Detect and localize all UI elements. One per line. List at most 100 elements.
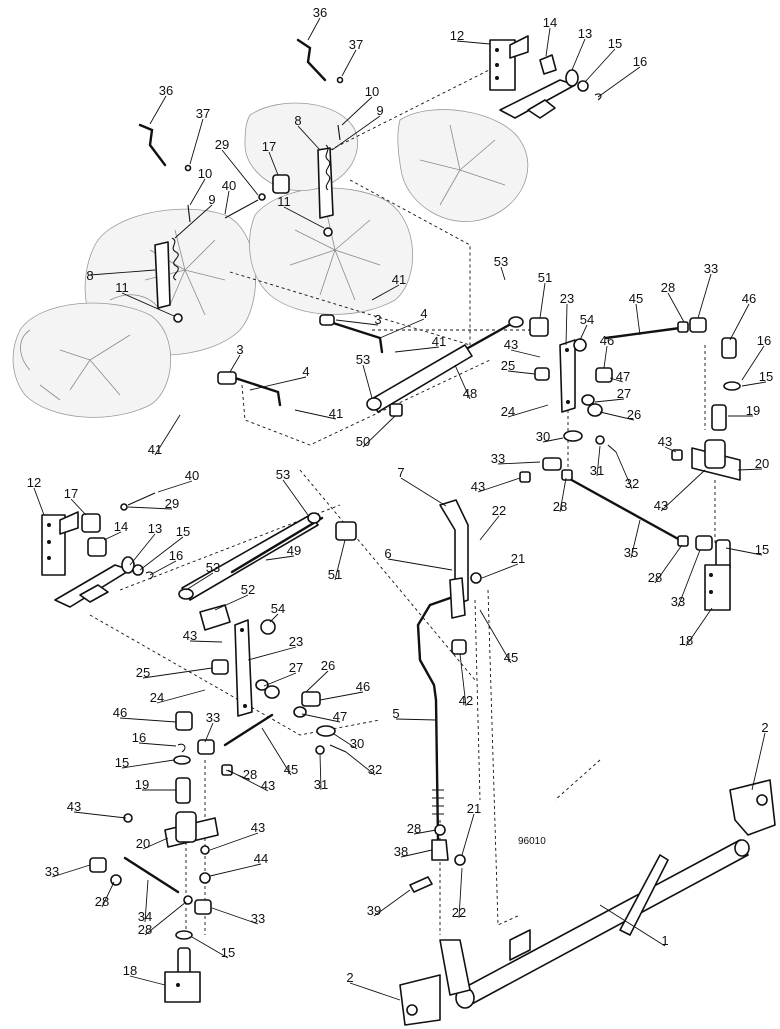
- callout-label: 26: [321, 658, 335, 673]
- callout-label: 33: [704, 261, 718, 276]
- upper-spring-bracket-assemblies: [154, 124, 341, 323]
- callout-label: 16: [757, 333, 771, 348]
- assembly-dashed-lines: [89, 61, 716, 935]
- callout-label: 41: [432, 334, 446, 349]
- callout-label: 50: [356, 434, 370, 449]
- callout-label: 46: [600, 333, 614, 348]
- callout-label: 16: [132, 730, 146, 745]
- callout-label: 33: [45, 864, 59, 879]
- background-cutting-units: [12, 102, 529, 418]
- callout-label: 25: [136, 665, 150, 680]
- callout-label: 22: [452, 905, 466, 920]
- callout-label: 27: [617, 386, 631, 401]
- callout-label: 3: [236, 342, 243, 357]
- callout-label: 10: [365, 84, 379, 99]
- callout-label: 36: [159, 83, 173, 98]
- callout-label: 14: [114, 519, 128, 534]
- callout-label: 4: [420, 306, 427, 321]
- callout-label: 28: [648, 570, 662, 585]
- callout-label: 44: [254, 851, 268, 866]
- callout-label: 46: [113, 705, 127, 720]
- callout-label: 54: [580, 312, 594, 327]
- callout-label: 8: [86, 268, 93, 283]
- main-shaft-part-1: [399, 779, 776, 1026]
- callout-label: 15: [759, 369, 773, 384]
- callout-label: 22: [492, 503, 506, 518]
- callout-label: 1: [661, 933, 668, 948]
- callout-label: 31: [590, 463, 604, 478]
- callout-label: 28: [138, 922, 152, 937]
- hook-rod-part-36: [138, 38, 344, 172]
- callout-label: 43: [504, 337, 518, 352]
- callout-label: 41: [329, 406, 343, 421]
- upper-right-pivot-bracket-part-20: [519, 404, 741, 611]
- callout-label: 38: [394, 844, 408, 859]
- callout-label: 47: [616, 369, 630, 384]
- callout-label: 9: [208, 192, 215, 207]
- callout-label: 43: [471, 479, 485, 494]
- callout-label: 5: [392, 706, 399, 721]
- callout-label: 26: [627, 407, 641, 422]
- callout-label: 30: [536, 429, 550, 444]
- callout-label: 53: [356, 352, 370, 367]
- callout-label: 21: [511, 551, 525, 566]
- callout-label: 21: [467, 801, 481, 816]
- callout-label: 51: [328, 567, 342, 582]
- callout-label: 28: [95, 894, 109, 909]
- callout-label: 8: [294, 113, 301, 128]
- callout-label: 43: [183, 628, 197, 643]
- callout-label: 15: [755, 542, 769, 557]
- callout-label: 35: [624, 545, 638, 560]
- callout-label: 24: [150, 690, 164, 705]
- callout-label: 20: [755, 456, 769, 471]
- callout-label: 42: [459, 693, 473, 708]
- callout-label: 7: [397, 465, 404, 480]
- callout-label: 12: [450, 28, 464, 43]
- callout-label: 29: [215, 137, 229, 152]
- callout-label: 11: [115, 280, 129, 295]
- callout-label: 53: [276, 467, 290, 482]
- callout-label: 33: [491, 451, 505, 466]
- callout-label: 15: [176, 524, 190, 539]
- callout-label: 28: [407, 821, 421, 836]
- callout-label: 13: [578, 26, 592, 41]
- callout-label: 41: [148, 442, 162, 457]
- callout-label: 16: [633, 54, 647, 69]
- callout-label: 45: [629, 291, 643, 306]
- callout-label: 28: [553, 499, 567, 514]
- callout-label: 11: [277, 194, 291, 209]
- callout-label: 37: [349, 37, 363, 52]
- callout-label: 39: [367, 903, 381, 918]
- callout-label: 15: [608, 36, 622, 51]
- callout-label: 24: [501, 404, 515, 419]
- callout-label: 27: [289, 660, 303, 675]
- callout-label: 30: [350, 736, 364, 751]
- upper-right-lever-assembly: [529, 317, 741, 453]
- callout-label: 18: [123, 963, 137, 978]
- callout-label: 43: [251, 820, 265, 835]
- upper-right-bracket-part-12: [489, 35, 602, 119]
- callout-label: 3: [374, 312, 381, 327]
- callout-label: 33: [671, 594, 685, 609]
- callout-label: 28: [661, 280, 675, 295]
- lower-left-pivot-assembly: [89, 777, 219, 1003]
- callout-label: 40: [222, 178, 236, 193]
- callout-label: 54: [271, 601, 285, 616]
- callout-label: 18: [679, 633, 693, 648]
- left-bracket-part-12: [41, 492, 156, 608]
- callout-numbers: 3637363710981729109401181112141315165351…: [27, 5, 773, 985]
- callout-label: 43: [261, 778, 275, 793]
- lower-cylinder-part-49: [178, 512, 357, 601]
- callout-label: 10: [198, 166, 212, 181]
- callout-label: 36: [313, 5, 327, 20]
- callout-label: 2: [761, 720, 768, 735]
- callout-label: 33: [206, 710, 220, 725]
- callout-label: 45: [284, 762, 298, 777]
- callout-label: 34: [138, 909, 152, 924]
- callout-label: 48: [463, 386, 477, 401]
- callout-label: 51: [538, 270, 552, 285]
- callout-label: 31: [314, 777, 328, 792]
- callout-label: 13: [148, 521, 162, 536]
